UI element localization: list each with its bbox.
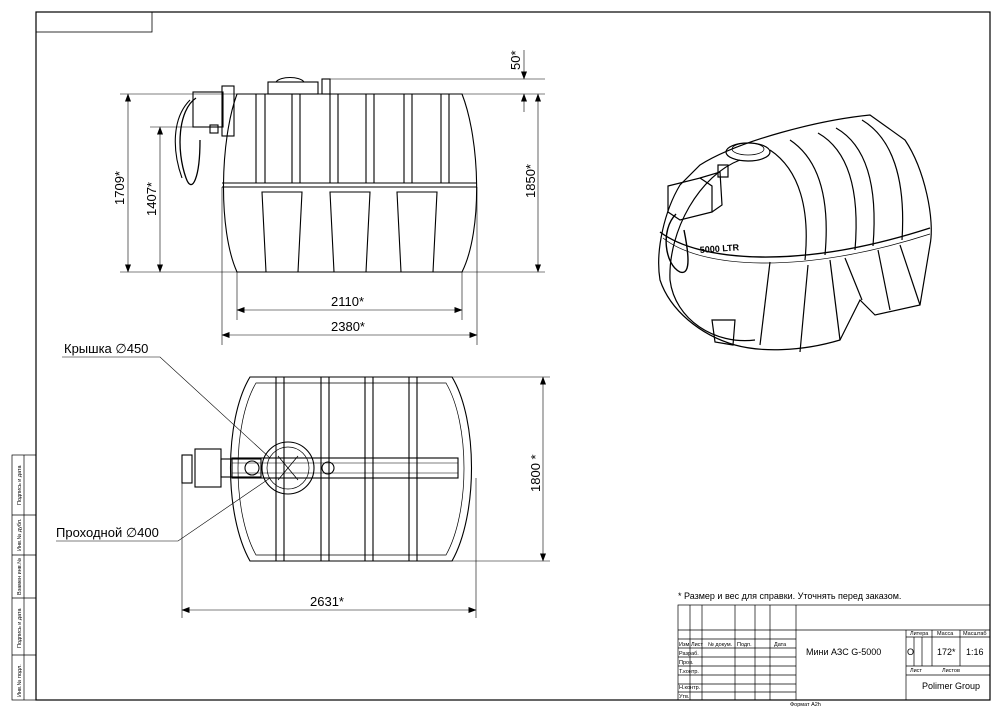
side-strip: [11, 454, 37, 701]
dim-width-2380: 2380*: [331, 319, 365, 334]
top-view: [181, 376, 472, 562]
front-view-dimension-lines: [120, 50, 545, 345]
dim-top-1800: 1800 *: [528, 454, 543, 492]
tb-row-utv: Утв.: [679, 694, 690, 700]
dim-height-1850: 1850*: [523, 164, 538, 198]
tb-header-sign: Подп.: [737, 642, 752, 648]
isometric-view: [658, 114, 932, 353]
tb-row-nkontr: Н.контр.: [679, 685, 701, 691]
dim-height-1407: 1407*: [144, 182, 159, 216]
side-label-sign-date-2: Подпись и дата: [17, 608, 23, 648]
tb-header-izm: Изм.: [679, 642, 691, 648]
dim-width-2110: 2110*: [331, 294, 364, 309]
tb-product-name: Мини АЗС G-5000: [806, 647, 881, 657]
top-view-dimension-lines: [56, 356, 550, 618]
tb-row-tkontr: Т.контр.: [679, 669, 699, 675]
tb-sheets-label: Листов: [942, 668, 960, 674]
sheet-frame: [35, 11, 991, 701]
tb-format: Формат А2h: [790, 702, 821, 708]
tb-row-razrab: Разраб.: [679, 651, 699, 657]
side-label-inv-dubl: Инв.№ дубл.: [17, 518, 23, 551]
front-view: [174, 76, 478, 273]
tb-scale-value: 1:16: [966, 647, 984, 657]
callout-lid: Крышка ∅450: [64, 341, 148, 356]
tb-header-date: Дата: [774, 642, 787, 648]
side-label-vzamen: Взамен инв.№: [17, 558, 23, 595]
dim-top-2631: 2631*: [310, 594, 344, 609]
side-label-inv-podl: Инв.№ подл.: [17, 664, 23, 697]
tb-litera-value: О: [907, 647, 914, 657]
side-label-sign-date-1: Подпись и дата: [17, 465, 23, 505]
dim-height-1709: 1709*: [112, 171, 127, 205]
footnote: * Размер и вес для справки. Уточнять пер…: [678, 591, 901, 601]
callout-manhole: Проходной ∅400: [56, 525, 159, 540]
tb-scale-label: Масштаб: [963, 631, 987, 637]
tb-litera-label: Литера: [910, 631, 929, 637]
dim-gap-50: 50*: [508, 50, 523, 70]
tb-mass-value: 172*: [937, 647, 956, 657]
tb-sheet-label: Лист: [910, 668, 922, 674]
tb-row-prov: Пров.: [679, 660, 694, 666]
iso-capacity-label: 5000 LTR: [699, 242, 739, 255]
tb-company: Polimer Group: [922, 681, 980, 691]
title-block: [677, 604, 991, 701]
tb-header-list: Лист: [691, 642, 703, 648]
tb-header-doc: № докум.: [708, 642, 733, 648]
tb-mass-label: Масса: [937, 631, 954, 637]
